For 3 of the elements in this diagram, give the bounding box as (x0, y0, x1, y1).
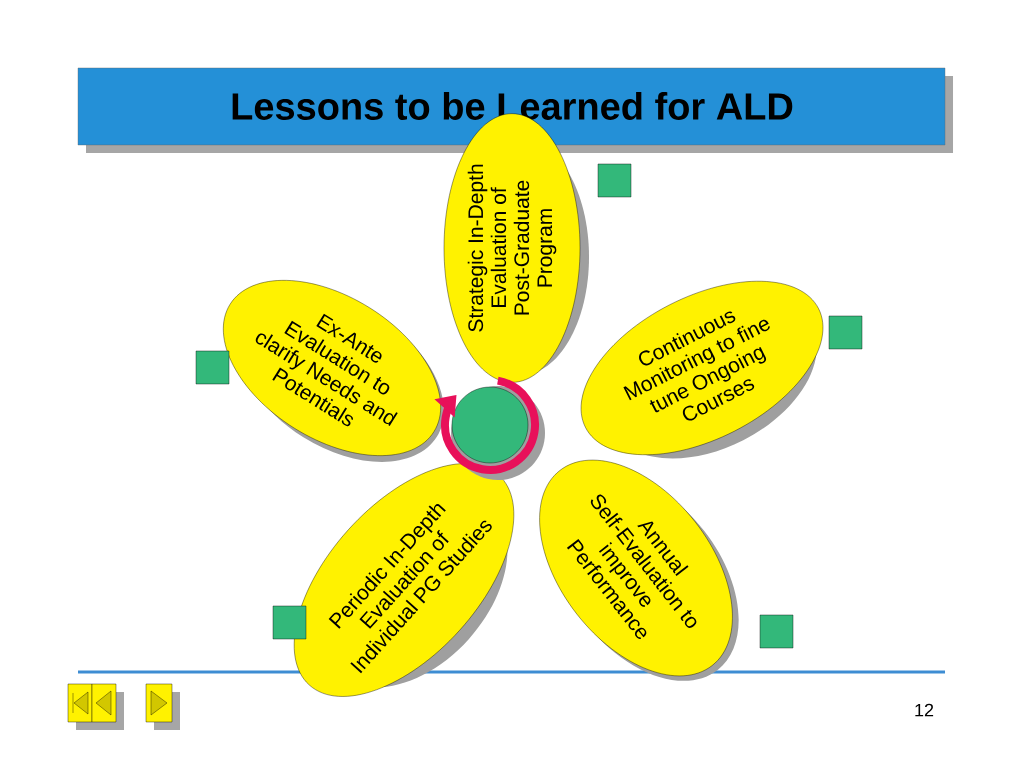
page-number: 12 (915, 703, 934, 717)
center-circle (451, 386, 545, 480)
cycle-arrow (434, 376, 539, 474)
